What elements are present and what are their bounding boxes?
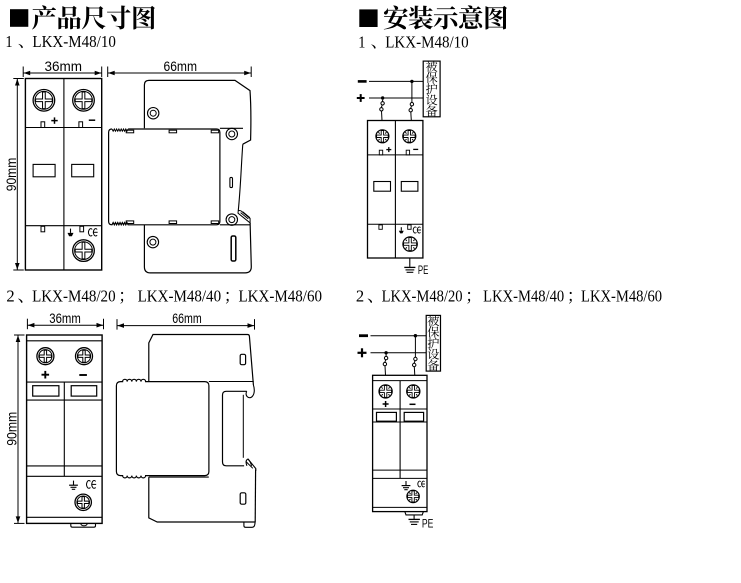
svg-text:90mm: 90mm: [5, 412, 21, 446]
svg-text:36mm: 36mm: [45, 59, 83, 75]
svg-text:LKX-M48/60: LKX-M48/60: [581, 287, 662, 306]
svg-text:36mm: 36mm: [49, 311, 80, 327]
svg-text:LKX-M48/20: LKX-M48/20: [382, 287, 463, 306]
svg-text:2: 2: [6, 287, 14, 306]
svg-text:1: 1: [5, 32, 12, 51]
svg-text:1: 1: [358, 32, 365, 51]
svg-text:90mm: 90mm: [4, 158, 20, 192]
svg-text:LKX-M48/20: LKX-M48/20: [32, 287, 116, 306]
svg-text:PE: PE: [418, 264, 429, 277]
svg-text:66mm: 66mm: [172, 311, 202, 327]
svg-text:LKX-M48/60: LKX-M48/60: [239, 287, 323, 306]
svg-text:LKX-M48/10: LKX-M48/10: [32, 32, 116, 51]
svg-text:LKX-M48/10: LKX-M48/10: [385, 32, 469, 51]
svg-text:PE: PE: [422, 518, 434, 531]
svg-text:66mm: 66mm: [164, 59, 198, 75]
svg-text:LKX-M48/40: LKX-M48/40: [483, 287, 564, 306]
svg-text:LKX-M48/40: LKX-M48/40: [138, 287, 222, 306]
svg-text:2: 2: [356, 287, 364, 306]
